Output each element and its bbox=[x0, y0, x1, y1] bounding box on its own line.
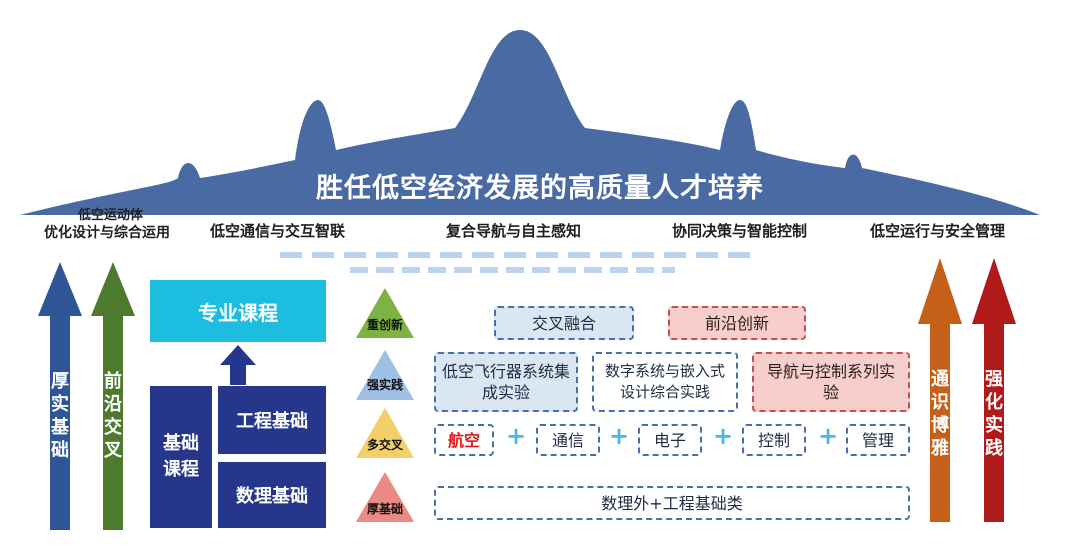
direction-2: 低空通信与交互智联 bbox=[210, 222, 346, 240]
arrow-liberal-education bbox=[918, 258, 962, 522]
arrow-frontier-cross bbox=[91, 262, 135, 530]
arrow-strengthen-practice bbox=[972, 258, 1016, 522]
dashed-decoration bbox=[280, 252, 755, 273]
direction-5: 低空运行与安全管理 bbox=[870, 222, 1006, 240]
triangle-innovation bbox=[356, 288, 414, 338]
discipline-aviation: 航空 bbox=[434, 424, 494, 456]
main-title: 胜任低空经济发展的高质量人才培养 bbox=[316, 173, 764, 204]
discipline-electronics: 电子 bbox=[638, 424, 702, 456]
level-innovation: 重创新 bbox=[366, 318, 403, 332]
professional-course: 专业课程 bbox=[150, 280, 326, 342]
basic-course: 基础课程 bbox=[150, 386, 212, 528]
direction-1-top: 低空运动体 bbox=[78, 208, 144, 223]
level-practice: 强实践 bbox=[366, 378, 403, 392]
arrow-strengthen-practice-label: 强化实践 bbox=[985, 369, 1003, 459]
discipline-management: 管理 bbox=[846, 424, 910, 456]
triangle-practice bbox=[356, 350, 414, 400]
frontier-innovation-box: 前沿创新 bbox=[668, 306, 806, 340]
direction-4: 协同决策与智能控制 bbox=[672, 222, 808, 240]
triangle-cross bbox=[356, 408, 414, 458]
up-arrow-icon bbox=[220, 345, 256, 385]
plus-icon: + bbox=[609, 422, 630, 450]
mountain-shape bbox=[20, 30, 1040, 215]
plus-icon: + bbox=[713, 422, 734, 450]
arrow-thick-foundation bbox=[38, 262, 82, 530]
mountain-banner bbox=[20, 30, 1040, 215]
triangle-foundation bbox=[356, 472, 414, 522]
arrow-liberal-education-label: 通识博雅 bbox=[931, 369, 949, 459]
math-foundation: 数理基础 bbox=[218, 462, 326, 528]
direction-1: 优化设计与综合运用 bbox=[44, 225, 170, 241]
arrow-thick-foundation-label: 厚实基础 bbox=[51, 371, 69, 461]
direction-3: 复合导航与自主感知 bbox=[446, 222, 582, 240]
level-cross: 多交叉 bbox=[366, 438, 403, 452]
foundation-box: 数理外+工程基础类 bbox=[434, 486, 910, 520]
plus-icon: + bbox=[506, 422, 527, 450]
arrow-frontier-cross-label: 前沿交叉 bbox=[104, 371, 122, 461]
engineering-foundation: 工程基础 bbox=[218, 386, 326, 454]
plus-icon: + bbox=[818, 422, 839, 450]
level-triangles bbox=[356, 288, 414, 522]
discipline-control: 控制 bbox=[742, 424, 806, 456]
practice-aircraft-box: 低空飞行器系统集成实验 bbox=[434, 352, 578, 412]
level-foundation: 厚基础 bbox=[366, 502, 403, 516]
practice-navigation-box: 导航与控制系列实验 bbox=[752, 352, 910, 412]
cross-fusion-box: 交叉融合 bbox=[494, 306, 634, 340]
practice-digital-box: 数字系统与嵌入式设计综合实践 bbox=[592, 352, 738, 412]
discipline-communication: 通信 bbox=[536, 424, 600, 456]
